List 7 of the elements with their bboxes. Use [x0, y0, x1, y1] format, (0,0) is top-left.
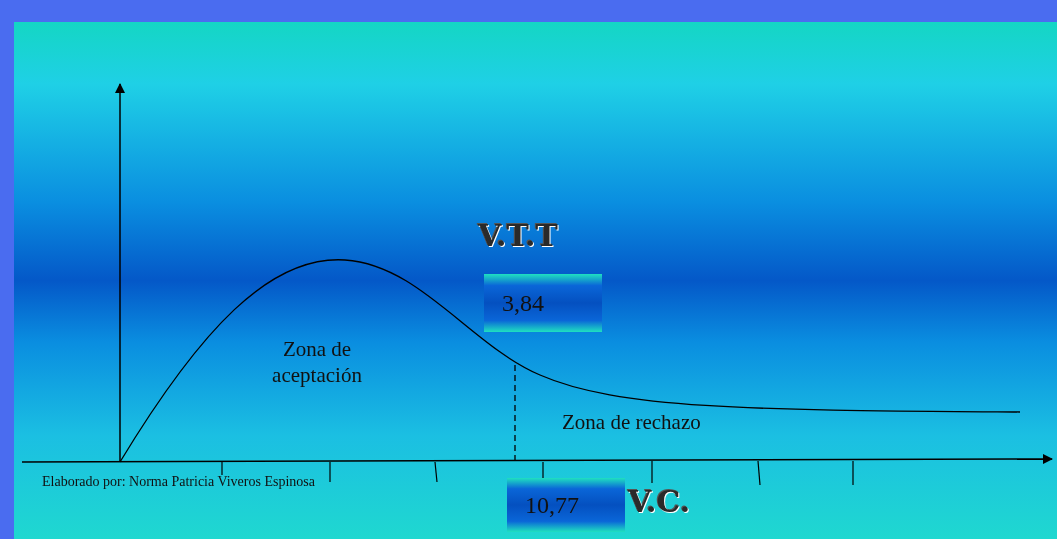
heading-text: V.C.: [628, 484, 691, 519]
zone-label: Zona de rechazo: [562, 410, 701, 435]
calculated-value-box: 10,77: [507, 478, 625, 532]
heading-text: V.T.T: [478, 218, 558, 253]
critical-value-box: 3,84: [484, 274, 602, 332]
author-note: Elaborado por: Norma Patricia Viveros Espinosa: [42, 474, 315, 490]
zone-label: Zona de aceptación: [271, 336, 363, 389]
